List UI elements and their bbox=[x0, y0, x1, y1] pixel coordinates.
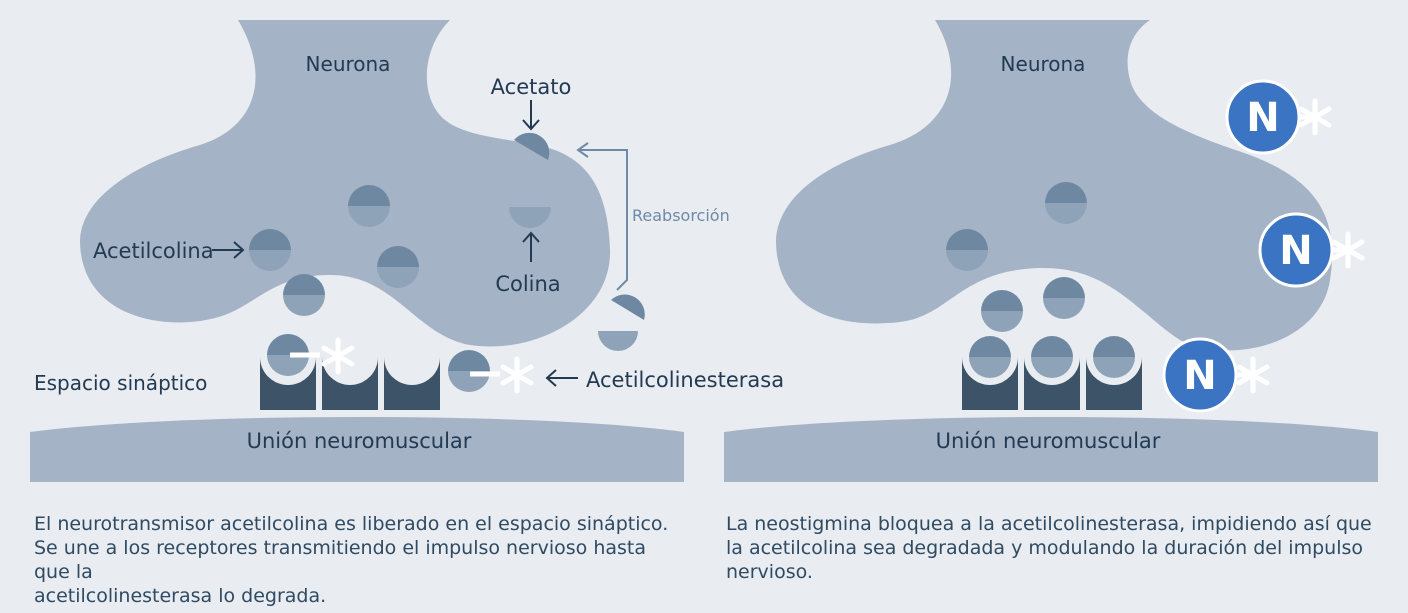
asterisk-icon bbox=[324, 340, 352, 372]
split-acetate bbox=[611, 294, 645, 320]
acetylcholine-molecule bbox=[1093, 336, 1135, 378]
choline-molecule bbox=[509, 207, 551, 228]
left-panel: Neurona Acetato Colina Reabsorción Aceti… bbox=[30, 20, 784, 482]
choline-label: Colina bbox=[495, 272, 560, 296]
junction-membrane-right bbox=[724, 417, 1378, 482]
receptors-right bbox=[962, 357, 1142, 410]
acetylcholine-molecule bbox=[969, 336, 1011, 378]
acetylcholine-molecule bbox=[249, 229, 291, 271]
receptors-left bbox=[260, 357, 440, 410]
acetylcholine-molecule bbox=[981, 290, 1023, 332]
acetylcholine-molecule bbox=[377, 246, 419, 288]
receptor bbox=[384, 357, 440, 410]
acetylcholinesterase-label: Acetilcolinesterasa bbox=[586, 368, 784, 392]
junction-label: Unión neuromuscular bbox=[247, 429, 472, 453]
acetylcholine-molecule bbox=[283, 274, 325, 316]
neuron-label: Neurona bbox=[306, 52, 391, 76]
arrow-left-icon bbox=[545, 369, 578, 387]
receptor bbox=[260, 357, 316, 410]
reabsorption-arrow bbox=[580, 149, 628, 291]
right-panel: N N N Neurona Unión neuromuscular bbox=[724, 20, 1378, 482]
acetate-label: Acetato bbox=[491, 75, 572, 99]
receptor bbox=[962, 357, 1018, 410]
receptor bbox=[1086, 357, 1142, 410]
right-caption: La neostigmina bloquea a la acetilcoline… bbox=[726, 513, 1372, 583]
arrow-right-icon bbox=[212, 241, 245, 259]
acetylcholine-molecule bbox=[946, 229, 988, 271]
neostigmine-letter: N bbox=[1279, 228, 1312, 274]
neostigmine-badge-icon bbox=[1162, 337, 1238, 413]
junction-membrane-left bbox=[30, 417, 684, 482]
acetate-molecule bbox=[514, 132, 550, 160]
neuron-shape-right bbox=[776, 20, 1333, 351]
split-choline bbox=[598, 331, 638, 351]
reabsorption-label: Reabsorción bbox=[632, 206, 730, 225]
junction-label: Unión neuromuscular bbox=[936, 429, 1161, 453]
arrow-up-icon bbox=[522, 231, 540, 262]
acetylcholine-label: Acetilcolina bbox=[93, 239, 214, 263]
synaptic-space-label: Espacio sináptico bbox=[34, 371, 207, 395]
acetylcholine-molecule bbox=[1043, 277, 1085, 319]
arrow-down-icon bbox=[522, 100, 540, 131]
receptor bbox=[322, 357, 378, 410]
acetylcholine-molecule bbox=[448, 350, 490, 392]
neuron-label: Neurona bbox=[1001, 52, 1086, 76]
neostigmine-group: N bbox=[1258, 212, 1362, 288]
receptor bbox=[1024, 357, 1080, 410]
neostigmine-group: N bbox=[1225, 79, 1329, 155]
neostigmine-badge-icon bbox=[1225, 79, 1301, 155]
neuron-shape-left bbox=[80, 20, 611, 347]
left-caption: El neurotransmisor acetilcolina es liber… bbox=[34, 513, 669, 607]
arrow-left-icon bbox=[576, 142, 589, 158]
neostigmine-letter: N bbox=[1183, 353, 1216, 399]
acetylcholine-molecule bbox=[1031, 336, 1073, 378]
asterisk-icon bbox=[503, 359, 531, 391]
neostigmine-badge-icon bbox=[1258, 212, 1334, 288]
acetylcholine-molecule bbox=[1045, 182, 1087, 224]
neostigmine-letter: N bbox=[1246, 95, 1279, 141]
acetylcholine-molecule bbox=[348, 185, 390, 227]
neostigmine-group: N bbox=[1162, 337, 1267, 413]
